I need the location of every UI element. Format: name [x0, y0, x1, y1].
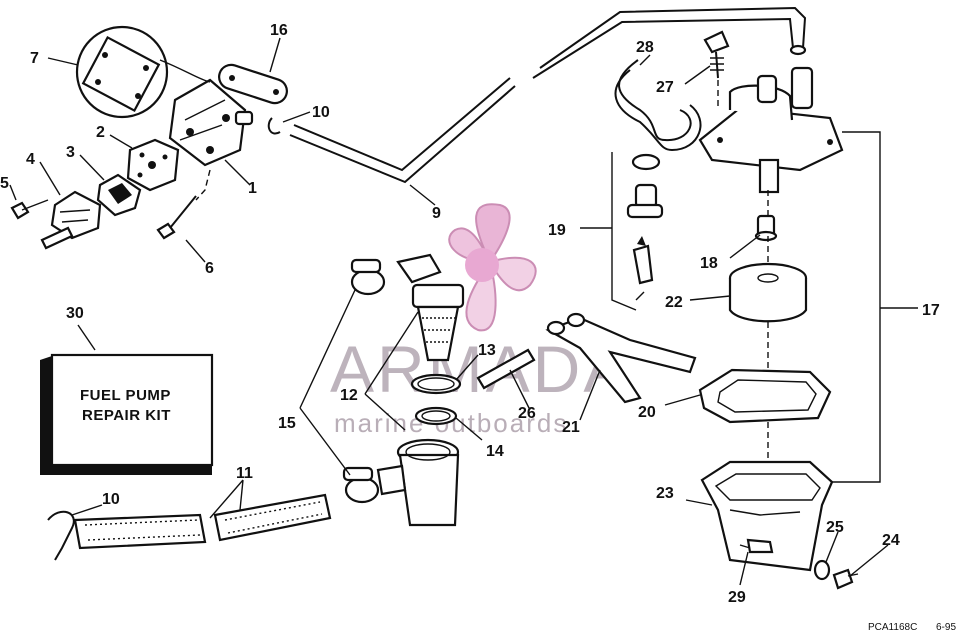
callout-7: 7 — [30, 50, 39, 67]
callout-27: 27 — [656, 79, 674, 96]
seat-18 — [754, 214, 778, 242]
propeller-logo — [448, 203, 537, 332]
filter-bowl — [376, 438, 460, 527]
callout-15: 15 — [278, 415, 296, 432]
callout-22: 22 — [665, 294, 683, 311]
carburetor-top-17 — [698, 66, 844, 194]
callout-16: 16 — [270, 22, 288, 39]
callout-labels: 7 16 10 2 3 4 5 1 6 9 30 10 11 15 12 13 … — [0, 22, 940, 606]
callout-14: 14 — [486, 443, 504, 460]
callout-13: 13 — [478, 342, 496, 359]
needle-valve-group-19 — [611, 152, 664, 311]
callout-12: 12 — [340, 387, 358, 404]
repair-kit-box-30: FUEL PUMP REPAIR KIT — [40, 353, 214, 475]
gasket-20 — [698, 368, 832, 424]
float-22 — [728, 262, 808, 323]
callout-24: 24 — [882, 532, 900, 549]
callout-26: 26 — [518, 405, 536, 422]
callout-17: 17 — [922, 302, 940, 319]
leader-lines — [9, 37, 918, 586]
clip-10-top — [267, 117, 281, 135]
callout-9: 9 — [432, 205, 441, 222]
callout-20: 20 — [638, 404, 656, 421]
fuel-hose-9 — [289, 6, 807, 184]
drain-screw-24 — [832, 568, 859, 590]
o-ring-13 — [410, 373, 462, 395]
callout-28: 28 — [636, 39, 654, 56]
callout-30: 30 — [66, 305, 84, 322]
gasket-16 — [218, 63, 288, 105]
callout-5: 5 — [0, 175, 9, 192]
callout-3: 3 — [66, 144, 75, 161]
drawing-date: 6-95 — [936, 622, 956, 633]
callout-10-bottom: 10 — [102, 491, 120, 508]
pump-base-4 — [40, 190, 102, 250]
filter-element-12 — [396, 253, 465, 362]
float-bowl-23 — [700, 460, 834, 572]
o-ring-14 — [414, 406, 458, 426]
callout-29: 29 — [728, 589, 746, 606]
gasket-3 — [96, 173, 142, 217]
clamp-15-bottom — [342, 466, 380, 504]
screw-27 — [703, 30, 730, 79]
screw-6 — [156, 195, 197, 240]
washer-25 — [813, 559, 831, 581]
callout-6: 6 — [205, 260, 214, 277]
screw-29 — [739, 538, 774, 554]
callout-11: 11 — [236, 465, 253, 482]
hose-28 — [614, 59, 702, 152]
fuel-hose-11 — [73, 493, 332, 550]
drawing-reference: PCA1168C 6-95 — [868, 622, 956, 633]
callout-19: 19 — [548, 222, 566, 239]
fuel-pump-cover-7 — [75, 25, 169, 119]
pump-body-1 — [159, 59, 254, 167]
callout-23: 23 — [656, 485, 674, 502]
clip-10-bottom — [47, 510, 75, 561]
kit-label-line2: REPAIR KIT — [82, 407, 171, 424]
callout-2: 2 — [96, 124, 105, 141]
callout-10-top: 10 — [312, 104, 330, 121]
screw-5 — [10, 199, 49, 220]
diaphragm-2 — [126, 138, 180, 192]
callout-1: 1 — [248, 180, 257, 197]
bracket-21 — [545, 312, 697, 404]
drawing-code: PCA1168C — [868, 622, 917, 633]
callout-25: 25 — [826, 519, 844, 536]
pin-26 — [476, 348, 536, 390]
kit-label-line1: FUEL PUMP — [80, 387, 171, 404]
callout-4: 4 — [26, 151, 35, 168]
callout-18: 18 — [700, 255, 718, 272]
clamp-15-top — [350, 258, 386, 296]
callout-21: 21 — [562, 419, 580, 436]
